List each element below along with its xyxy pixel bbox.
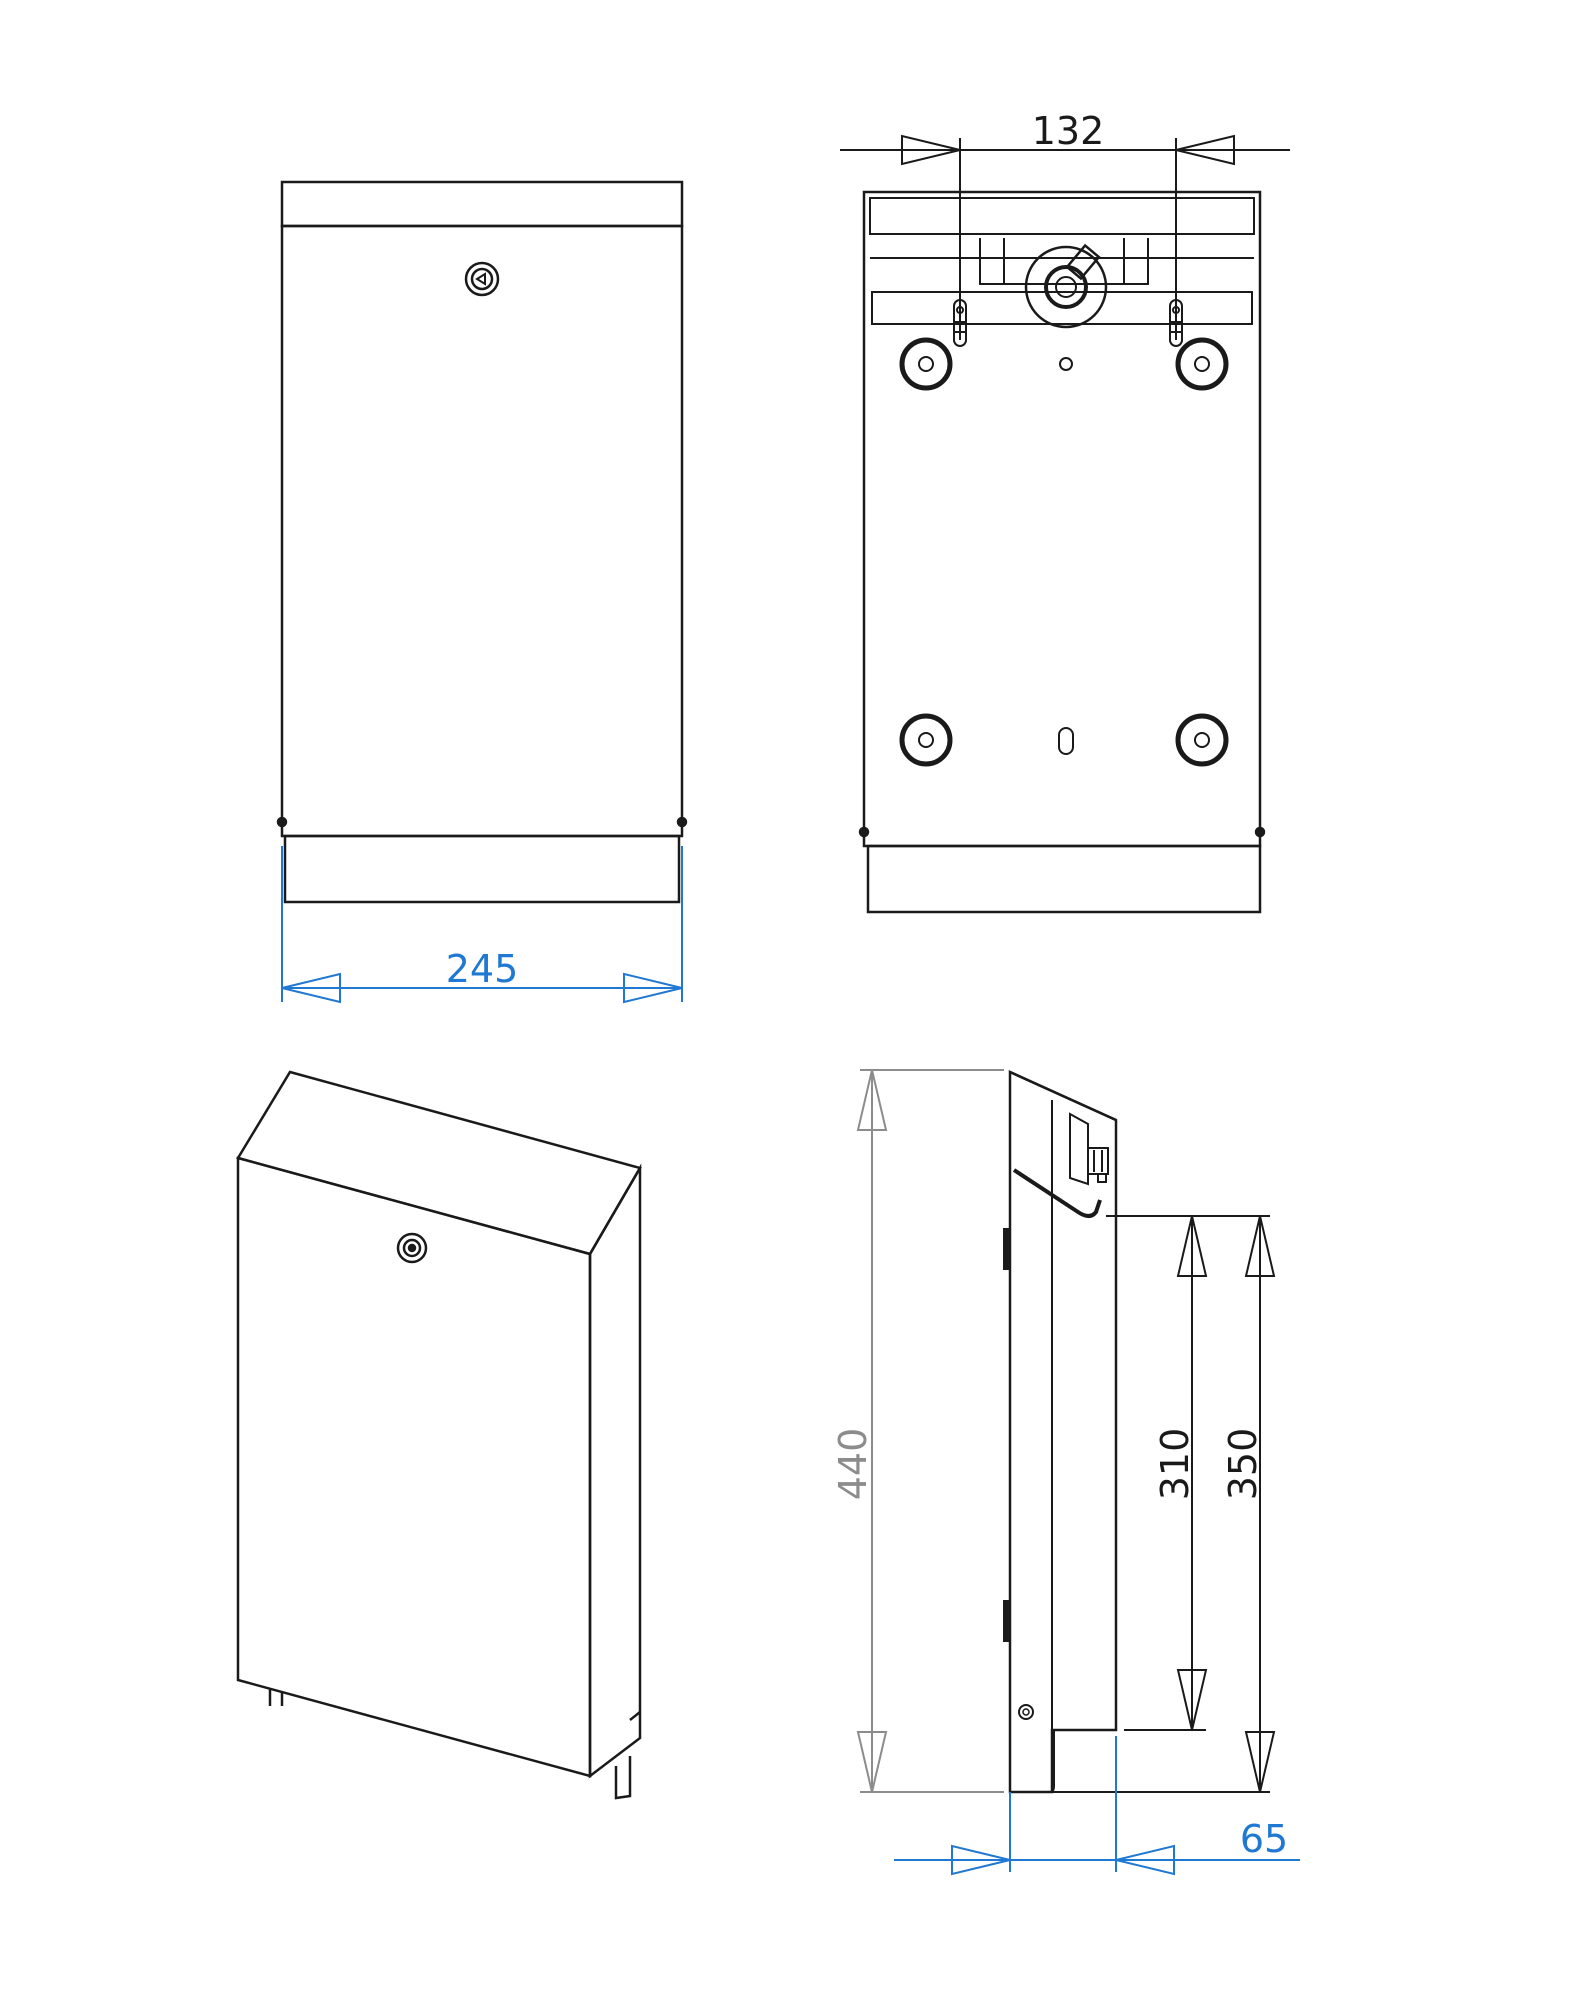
key-mechanism	[1024, 245, 1108, 329]
dimension-132: 132	[840, 109, 1290, 340]
dimension-label-132: 132	[1032, 109, 1105, 153]
dimension-245: 245	[281, 846, 683, 1004]
front-bottom-tray	[283, 834, 681, 904]
iso-side	[588, 1163, 642, 1779]
lock-icon	[396, 1232, 428, 1264]
side-view	[1003, 1070, 1118, 1794]
front-view	[276, 180, 688, 904]
dimension-310: 310	[1106, 1215, 1270, 1731]
lock-icon	[464, 261, 500, 297]
isometric-view	[236, 1070, 642, 1800]
mount-hole-top-left	[899, 337, 953, 391]
hinge-right	[676, 816, 688, 828]
mount-hole-bottom-left	[899, 713, 953, 767]
dimension-label-245: 245	[446, 947, 519, 991]
dimension-350: 350	[1052, 1215, 1276, 1793]
dimension-label-440: 440	[831, 1428, 875, 1501]
iso-top	[236, 1070, 642, 1256]
dimension-label-310: 310	[1153, 1428, 1197, 1501]
hinge-left	[276, 816, 288, 828]
front-body	[280, 224, 684, 838]
mount-bracket	[979, 238, 1149, 285]
dimension-label-350: 350	[1221, 1428, 1265, 1501]
dimension-440: 440	[831, 1069, 1004, 1793]
lock-mechanism	[1069, 1112, 1109, 1186]
front-lid	[280, 180, 684, 228]
back-body	[862, 190, 1262, 848]
mount-hole-top-right	[1175, 337, 1229, 391]
mount-hole-bottom-right	[1175, 713, 1229, 767]
back-bottom-tray	[866, 844, 1262, 914]
dimension-label-65: 65	[1240, 1817, 1288, 1861]
back-view	[858, 190, 1266, 914]
dimension-65: 65	[894, 1736, 1300, 1876]
slot-oval	[1058, 727, 1074, 755]
hanger-hook	[1012, 1168, 1102, 1218]
